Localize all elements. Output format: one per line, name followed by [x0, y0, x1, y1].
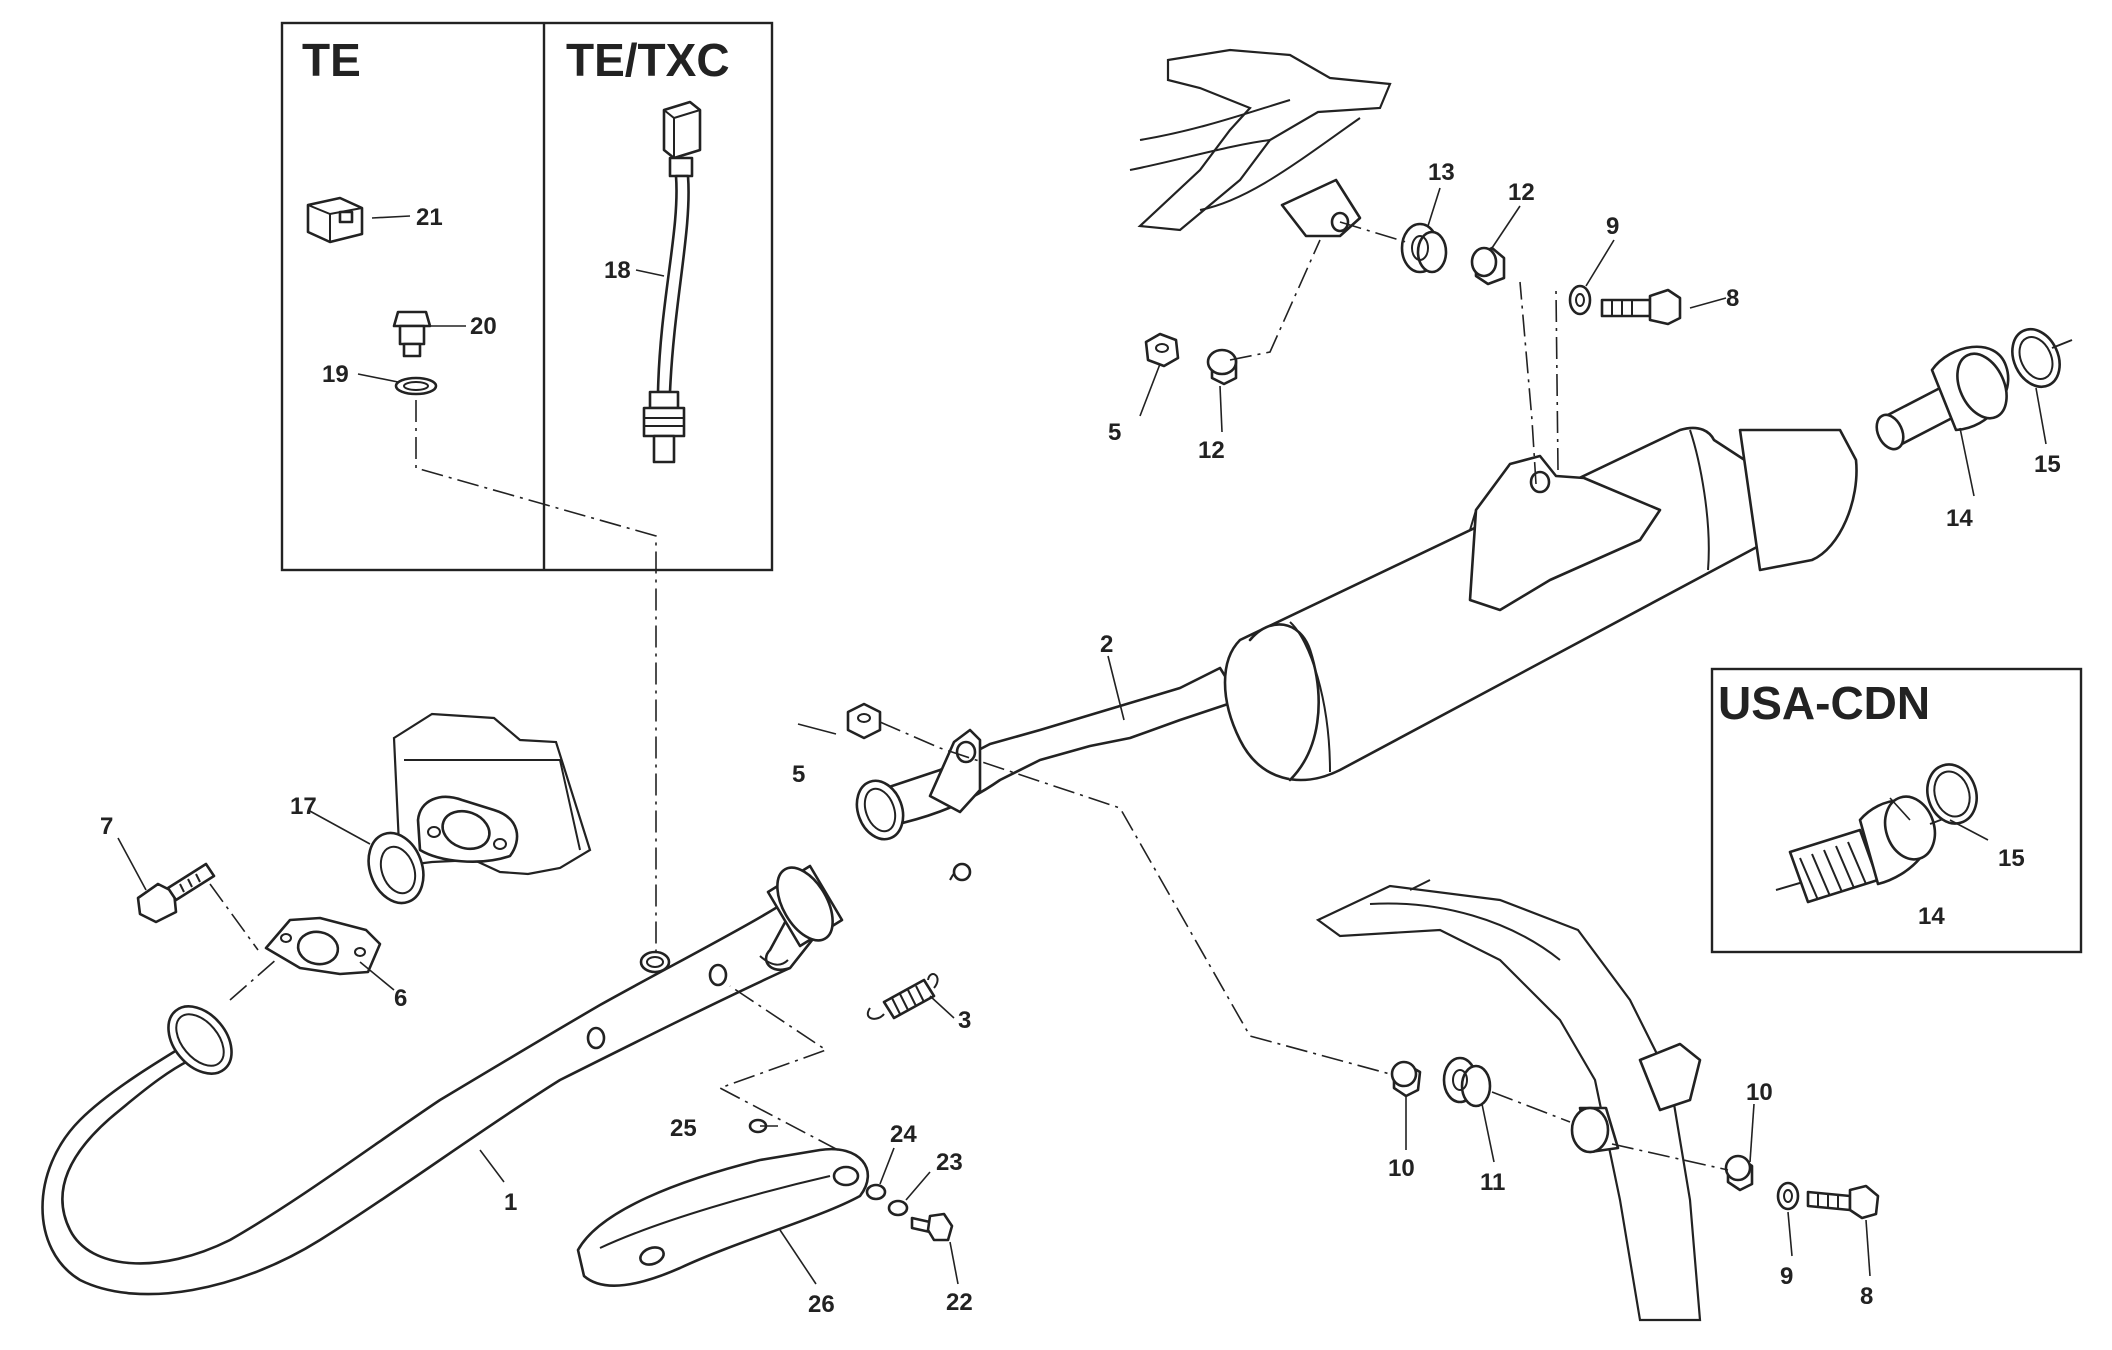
part-14-end-cap: [1875, 345, 2010, 451]
frame-upper: [1129, 48, 1392, 238]
callout-8-top: 8: [1726, 285, 1739, 312]
callout-11: 11: [1480, 1169, 1505, 1196]
inset-box-te: TE TE/TXC: [280, 21, 774, 572]
part-6-flange: [264, 916, 382, 976]
part-18-sensor: [642, 100, 702, 464]
part-15-clip-usa: [1926, 763, 1978, 825]
callout-17: 17: [290, 793, 317, 820]
callout-19: 19: [322, 361, 349, 388]
callout-26: 26: [808, 1291, 835, 1318]
callout-numbers: 21 20 19 18 7 17 6 3 2 1 5 5 12 13 12 9 …: [100, 159, 2061, 1318]
part-9-washer-lower: [1776, 1181, 1800, 1211]
part-10-bushing-lower-right: [1724, 1154, 1754, 1192]
inset-box-usa-cdn: USA-CDN: [1710, 667, 2083, 954]
callout-15-usa: 15: [1998, 845, 2025, 872]
callout-6: 6: [394, 985, 407, 1012]
callout-7: 7: [100, 813, 113, 840]
callout-18: 18: [604, 257, 631, 284]
callout-10-right: 10: [1746, 1079, 1773, 1106]
callout-22: 22: [946, 1289, 973, 1316]
callout-2: 2: [1100, 631, 1113, 658]
part-3-spring: [866, 973, 939, 1020]
callout-14-usa: 14: [1918, 903, 1945, 930]
part-21-cap: [306, 196, 364, 244]
callout-5-top: 5: [1108, 419, 1121, 446]
assembly-lines: [209, 221, 1729, 1171]
part-2-mid-pipe: [855, 666, 1242, 882]
callout-5-left: 5: [792, 761, 805, 788]
part-9-washer-top: [1568, 284, 1592, 316]
part-13-grommet: [1400, 222, 1448, 274]
callout-13: 13: [1428, 159, 1455, 186]
callout-15-main: 15: [2034, 451, 2061, 478]
callout-1: 1: [504, 1189, 517, 1216]
part-15-clip: [2011, 327, 2073, 389]
callout-8-lower: 8: [1860, 1283, 1873, 1310]
part-11-grommet: [1442, 1056, 1492, 1108]
frame-lower: [1315, 879, 1702, 1322]
callout-25: 25: [670, 1115, 697, 1142]
part-22-bolt: [910, 1212, 954, 1242]
part-19-oring: [394, 376, 438, 396]
part-14-spark-arrestor-insert: [1775, 795, 1973, 904]
callout-3: 3: [958, 1007, 971, 1034]
part-5-nut-top: [1144, 332, 1180, 368]
callout-9-lower: 9: [1780, 1263, 1793, 1290]
engine-port-block: [392, 712, 592, 876]
label-usa-cdn: USA-CDN: [1718, 677, 1930, 729]
part-26-heat-shield: [576, 1147, 870, 1287]
part-10-bushing-lower-left: [1390, 1060, 1422, 1098]
part-7-bolt: [136, 862, 216, 924]
callout-12-lower: 12: [1198, 437, 1225, 464]
part-23-washer: [887, 1199, 909, 1217]
label-te-txc: TE/TXC: [566, 34, 730, 86]
part-1-header-pipe: [41, 864, 844, 1296]
part-12-bushing-top-right: [1470, 246, 1506, 286]
part-8-bolt-lower: [1806, 1184, 1880, 1220]
part-20-plug: [392, 310, 432, 358]
part-8-bolt-top: [1600, 288, 1682, 326]
callout-9-top: 9: [1606, 213, 1619, 240]
callout-10-left: 10: [1388, 1155, 1415, 1182]
part-5-nut-left: [846, 702, 882, 740]
callout-14-main: 14: [1946, 505, 1973, 532]
label-te: TE: [302, 34, 361, 86]
part-12-bushing-top-left: [1206, 348, 1238, 386]
silencer: [1223, 426, 1858, 782]
callout-12-upper: 12: [1508, 179, 1535, 206]
callout-20: 20: [470, 313, 497, 340]
leader-lines: [117, 187, 2047, 1285]
part-24-washer: [865, 1183, 887, 1201]
callout-21: 21: [416, 204, 443, 231]
callout-23: 23: [936, 1149, 963, 1176]
frame-mount-cylinder: [1570, 1106, 1620, 1154]
callout-24: 24: [890, 1121, 917, 1148]
part-17-gasket: [367, 831, 425, 905]
